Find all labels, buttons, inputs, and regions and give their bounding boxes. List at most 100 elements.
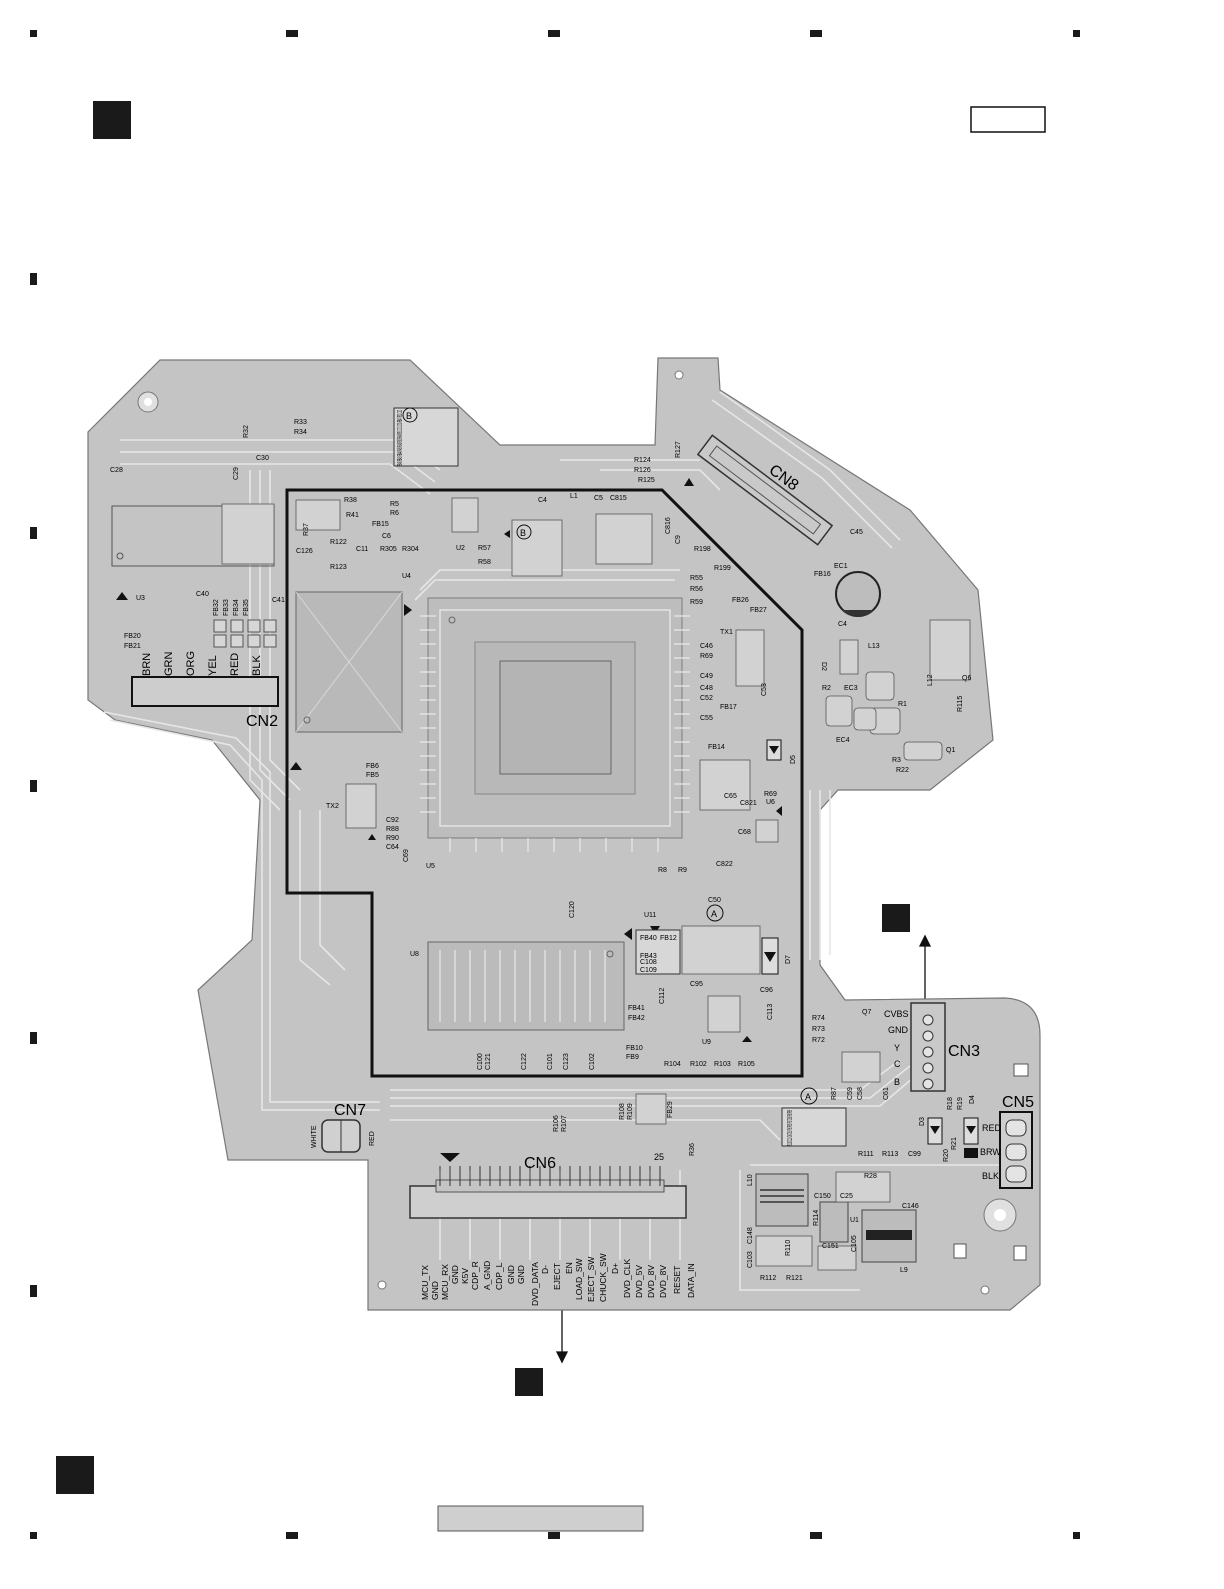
- cn6-signal: CDP_R: [470, 1261, 480, 1290]
- ref-l13: L13: [868, 643, 880, 650]
- ref-u4: U4: [402, 573, 411, 580]
- power-inductors: [755, 1173, 917, 1263]
- ref-r304: R304: [402, 546, 419, 553]
- ref-fb42: FB42: [628, 1015, 645, 1022]
- cn6-pin-25: 25: [654, 1152, 664, 1162]
- main-soc: [427, 597, 683, 839]
- cn2-label: CN2: [246, 713, 278, 730]
- ref-c64: C64: [386, 844, 399, 851]
- ref-d2: D2: [820, 662, 827, 671]
- ref-c109: C109: [640, 967, 657, 974]
- ref-r38: R38: [344, 497, 357, 504]
- ref-c822: C822: [716, 861, 733, 868]
- ref-r1: R1: [898, 701, 907, 708]
- ref-c821: C821: [740, 800, 757, 807]
- a-callout-text: R118 C110 C84 C91 R96 R95 R97 C92 R98 R9…: [787, 1110, 794, 1146]
- reference-designators: R33 R34 R32 C28 C29 C30 U3 C40 C41 FB20 …: [110, 419, 976, 1282]
- ref-r199: R199: [714, 565, 731, 572]
- ref-fb26: FB26: [732, 597, 749, 604]
- cn2-connector: [131, 676, 279, 707]
- ref-c25: C25: [840, 1193, 853, 1200]
- ref-c61: C61: [883, 1087, 890, 1100]
- ref-c65: C65: [724, 793, 737, 800]
- ref-r28: R28: [864, 1173, 877, 1180]
- ref-u3: U3: [136, 595, 145, 602]
- ref-r37: R37: [303, 523, 310, 536]
- ref-c4-b: C4: [838, 621, 847, 628]
- ref-c55: C55: [700, 715, 713, 722]
- ref-fb14: FB14: [708, 744, 725, 751]
- ref-u11: U11: [644, 912, 656, 919]
- ref-c53: C53: [761, 683, 768, 696]
- ref-c6: C6: [382, 533, 391, 540]
- ref-c150: C150: [814, 1193, 831, 1200]
- ref-c108: C108: [640, 959, 657, 966]
- ref-r109: R109: [627, 1103, 634, 1120]
- l10-inductor: [755, 1173, 809, 1227]
- ref-c101: C101: [547, 1053, 554, 1070]
- mounting-holes: [137, 370, 1017, 1295]
- ref-tx2: TX2: [326, 803, 339, 810]
- ref-r18: R18: [947, 1097, 954, 1110]
- b-callout: B FB48 FB49 FB44 R49 FB45 R50 FB46 R51 C…: [397, 407, 532, 540]
- ref-c52: C52: [700, 695, 713, 702]
- ref-r6: R6: [390, 510, 399, 517]
- cn5-pin-blk: BLK: [982, 1171, 999, 1181]
- fb43-box: [635, 929, 681, 975]
- ref-c151: C151: [822, 1243, 839, 1250]
- ref-r74: R74: [812, 1015, 825, 1022]
- ref-c41: C41: [272, 597, 285, 604]
- cn2-pin-pads: [213, 619, 277, 648]
- smd-components: [221, 497, 971, 1271]
- ref-fb20: FB20: [124, 633, 141, 640]
- ref-r69-b: R69: [764, 791, 777, 798]
- cn2-pin-blk: BLK: [251, 655, 263, 676]
- page-ref-box: [970, 106, 1046, 133]
- ref-q1: Q1: [946, 747, 955, 754]
- ref-ec3: EC3: [844, 685, 858, 692]
- b-callout-symbol-2: B: [520, 528, 526, 538]
- ref-fb17: FB17: [720, 704, 737, 711]
- ref-c126: C126: [296, 548, 313, 555]
- shield-outline: [285, 488, 804, 1078]
- ref-r305: R305: [380, 546, 397, 553]
- cn5-label: CN5: [1002, 1094, 1034, 1111]
- ref-fb33: FB33: [223, 599, 230, 616]
- ref-fb5: FB5: [366, 772, 379, 779]
- cn6-signal: DVD_DATA: [530, 1262, 540, 1306]
- ec1-capacitor: [835, 571, 881, 617]
- reg-mark-left-5: [30, 1285, 37, 1297]
- ref-d5: D5: [790, 755, 797, 764]
- cn8-connector: [696, 434, 834, 546]
- a-callout-symbol: A: [711, 909, 717, 919]
- ref-r33: R33: [294, 419, 307, 426]
- ref-c148: C148: [747, 1227, 754, 1244]
- cn6-signal: CHUCK_SW: [598, 1253, 608, 1302]
- ref-c11: C11: [356, 546, 368, 553]
- ref-d3: D3: [919, 1117, 926, 1126]
- cn2-pin-brn: BRN: [141, 653, 153, 676]
- reg-mark-top-3: [810, 30, 822, 37]
- cn3-pin-gnd: GND: [888, 1025, 909, 1035]
- ref-c58: C58: [857, 1087, 864, 1100]
- ref-c28: C28: [110, 467, 123, 474]
- ref-r59: R59: [690, 599, 703, 606]
- ref-arrows: [555, 934, 932, 1364]
- ref-fb41: FB41: [628, 1005, 645, 1012]
- a-callout-box: [781, 1107, 847, 1147]
- ref-r106: R106: [553, 1115, 560, 1132]
- ref-r34: R34: [294, 429, 307, 436]
- ref-c815: C815: [610, 495, 627, 502]
- cn5-pin-red: RED: [982, 1123, 1002, 1133]
- ref-c92: C92: [386, 817, 399, 824]
- cn3-pin-b: B: [894, 1077, 900, 1087]
- ref-r115: R115: [957, 696, 964, 712]
- cn7-connector: [321, 1119, 361, 1153]
- ref-c816: C816: [665, 517, 672, 534]
- ref-fb29: FB29: [667, 1101, 674, 1118]
- ref-r113: R113: [882, 1151, 898, 1158]
- ref-r105: R105: [738, 1061, 755, 1068]
- u4-chip: [295, 591, 403, 733]
- cn6-signal: MCU_TX: [420, 1265, 430, 1300]
